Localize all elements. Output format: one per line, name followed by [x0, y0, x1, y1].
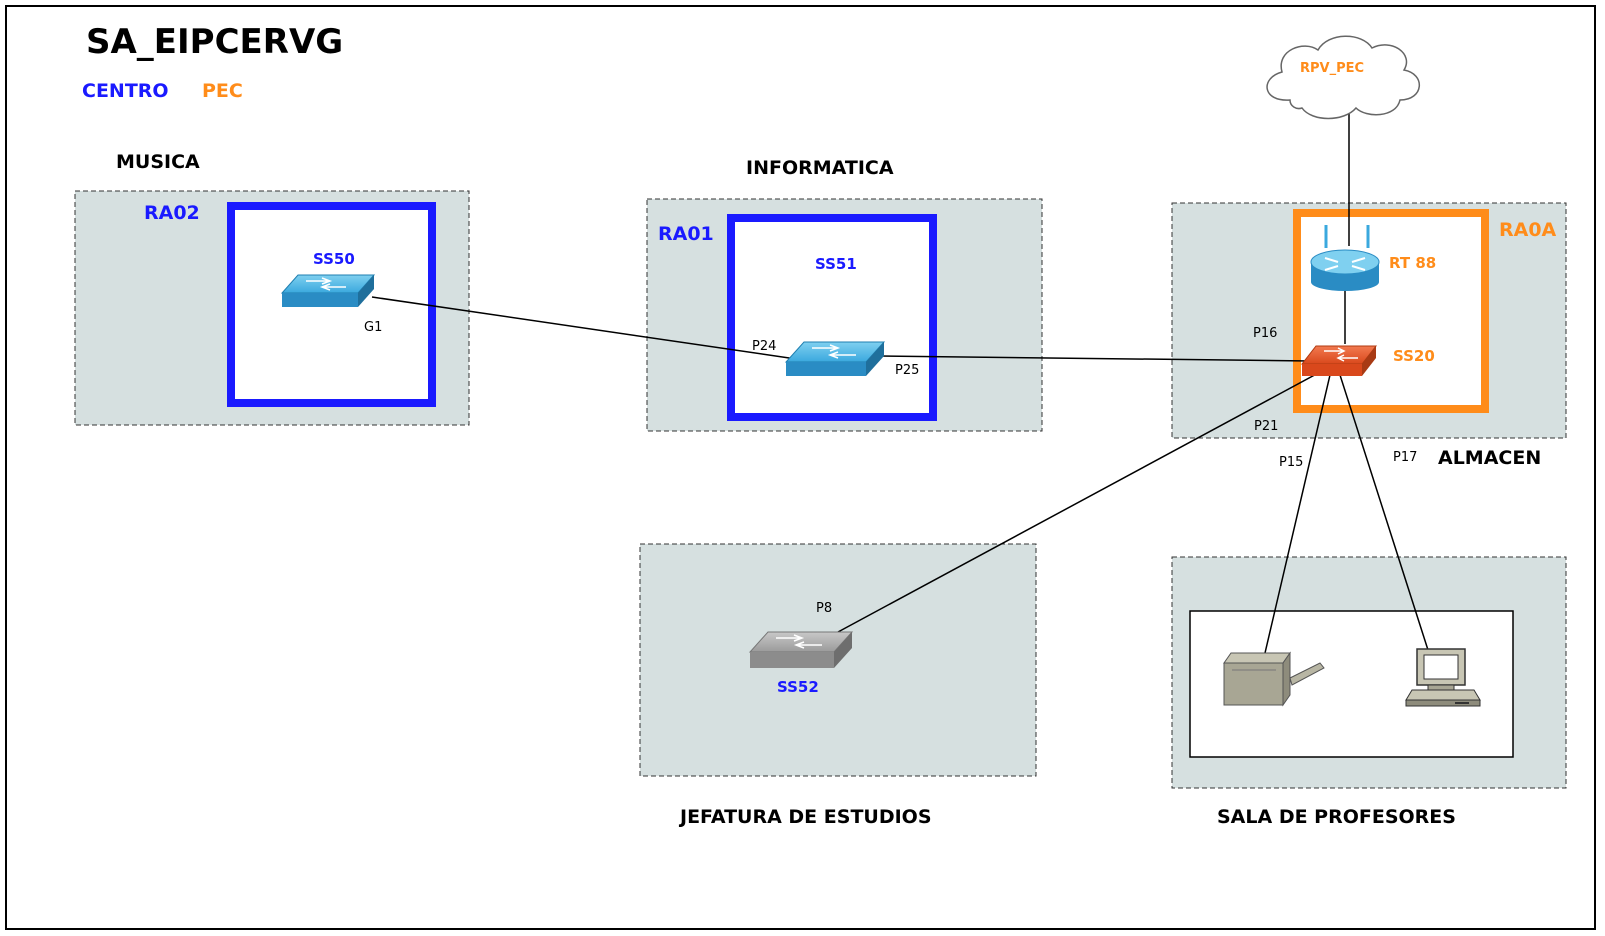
room-label-sala: SALA DE PROFESORES	[1217, 806, 1456, 828]
port-label-g1: G1	[364, 320, 383, 335]
link-ss51-ss20	[879, 355, 1311, 362]
link-ss20-printer	[1264, 374, 1331, 654]
device-label-rpv-pec: RPV_PEC	[1300, 61, 1365, 76]
zone-label-ra01: RA01	[658, 223, 714, 245]
room-label-almacen: ALMACEN	[1438, 447, 1542, 469]
port-label-p21: P21	[1254, 419, 1279, 434]
port-label-p25: P25	[895, 363, 920, 378]
switch-icon	[280, 274, 376, 307]
port-label-p8: P8	[816, 601, 833, 616]
printer-icon	[1223, 651, 1325, 707]
zone-frame-ra01	[727, 214, 937, 421]
legend-pec: PEC	[202, 80, 243, 102]
device-label-ss52: SS52	[777, 678, 819, 696]
room-label-jefatura: JEFATURA DE ESTUDIOS	[680, 806, 932, 828]
switch-icon	[1300, 345, 1378, 376]
device-label-rt88: RT 88	[1389, 254, 1437, 272]
room-label-informatica: INFORMATICA	[746, 157, 894, 179]
device-label-ss51: SS51	[815, 255, 857, 273]
page-title: SA_EIPCERVG	[86, 22, 344, 62]
switch-icon	[784, 341, 886, 376]
zone-label-ra0a: RA0A	[1499, 219, 1557, 241]
link-ss50-ss51	[371, 296, 797, 360]
cloud-icon	[1266, 35, 1421, 120]
device-label-ss50: SS50	[313, 250, 355, 268]
switch-icon	[748, 631, 854, 668]
router-icon	[1310, 225, 1380, 291]
port-label-p17: P17	[1393, 450, 1418, 465]
diagram-frame	[5, 5, 1596, 930]
link-ss20-computer	[1339, 374, 1429, 651]
link-ss20-ss52	[837, 370, 1323, 633]
room-label-musica: MUSICA	[116, 151, 200, 173]
legend-centro: CENTRO	[82, 80, 169, 102]
port-label-p24: P24	[752, 339, 777, 354]
port-label-p16: P16	[1253, 326, 1278, 341]
zone-frame-ra0a	[1293, 209, 1489, 413]
computer-icon	[1405, 648, 1481, 707]
zone-label-ra02: RA02	[144, 202, 200, 224]
port-label-p15: P15	[1279, 455, 1304, 470]
device-label-ss20: SS20	[1393, 347, 1435, 365]
